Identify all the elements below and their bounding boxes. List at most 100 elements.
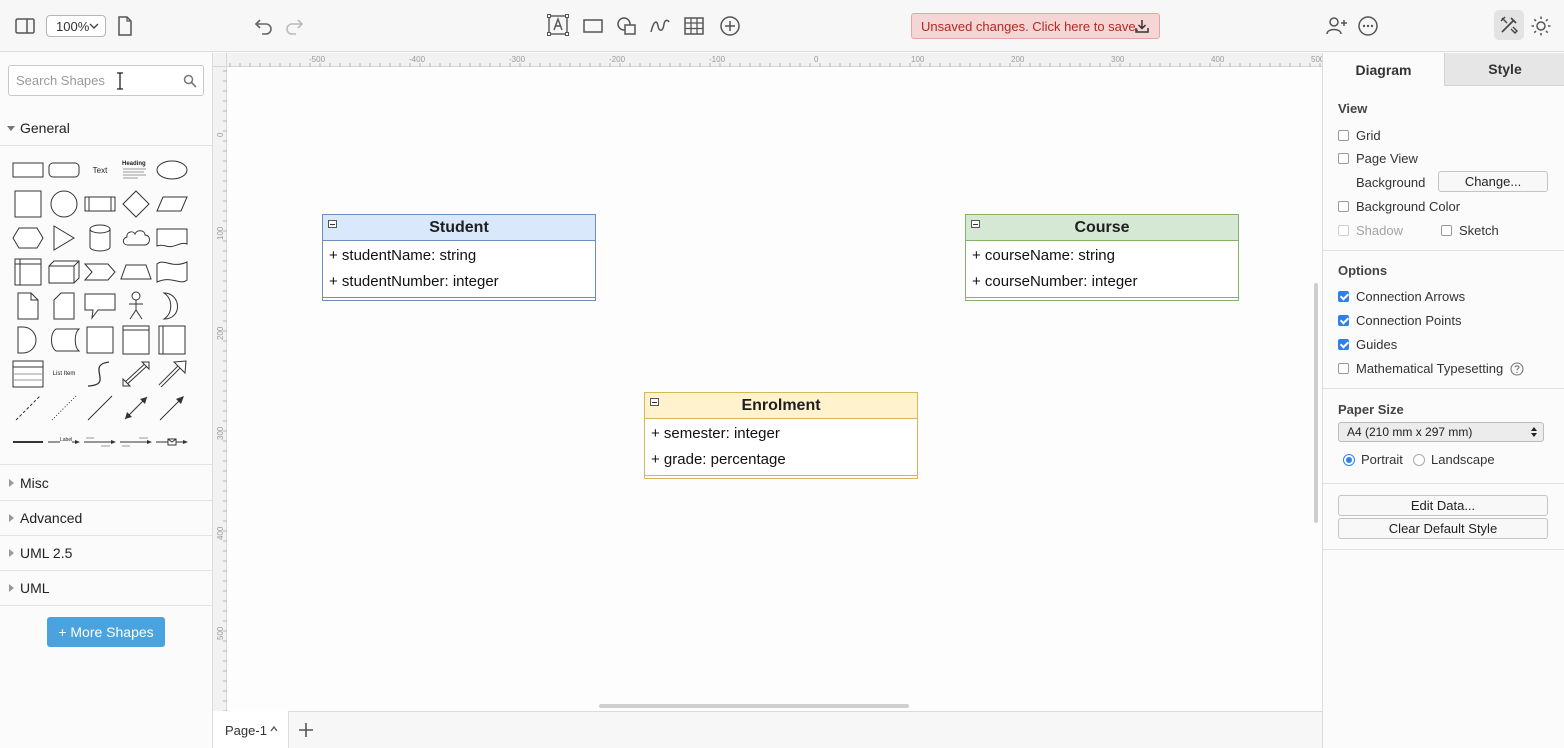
shape-bidirectional-connector[interactable] [118,391,154,425]
page-view-checkbox[interactable] [1338,153,1349,164]
redo-icon[interactable] [281,13,307,39]
insert-plus-icon[interactable] [717,13,743,39]
shape-labeled-link[interactable]: Label [46,425,82,459]
course-attribute[interactable]: + courseName: string [972,247,1115,264]
grid-option[interactable]: Grid [1338,128,1381,143]
shape-square-2[interactable] [82,323,118,357]
student-class-header[interactable]: Student [323,215,595,241]
shape-ellipse[interactable] [154,153,190,187]
enrolment-attribute[interactable]: + semester: integer [651,425,780,442]
shape-directional-connector[interactable] [154,391,190,425]
enrolment-attribute[interactable]: + grade: percentage [651,451,786,468]
tab-diagram[interactable]: Diagram [1355,61,1412,78]
background-color-option[interactable]: Background Color [1338,199,1460,214]
enrolment-class[interactable]: Enrolment + semester: integer + grade: p… [644,392,918,479]
math-typesetting-option[interactable]: Mathematical Typesetting [1338,361,1524,376]
shape-dotted-line[interactable] [46,391,82,425]
shape-parallelogram[interactable] [154,187,190,221]
shape-tape[interactable] [154,255,190,289]
shape-or[interactable] [154,289,190,323]
shape-cloud[interactable] [118,221,154,255]
sketch-checkbox[interactable] [1441,225,1452,236]
more-shapes-button[interactable]: + More Shapes [47,617,165,647]
freehand-tool-icon[interactable] [647,13,673,39]
sketch-option[interactable]: Sketch [1441,223,1499,238]
shape-source-target-link-2[interactable] [118,425,154,459]
shape-curve[interactable] [82,357,118,391]
shape-triangle[interactable] [46,221,82,255]
unsaved-changes-banner[interactable]: Unsaved changes. Click here to save. [911,13,1160,39]
format-panel-toggle-button[interactable] [1494,10,1524,40]
guides-checkbox[interactable] [1338,339,1349,350]
page-tab[interactable]: Page-1 [213,711,289,748]
shape-actor[interactable] [118,289,154,323]
page-icon[interactable] [112,13,138,39]
shape-circle[interactable] [46,187,82,221]
shape-dashed-line[interactable] [10,391,46,425]
shape-rounded-rectangle[interactable] [46,153,82,187]
shape-note[interactable] [10,289,46,323]
shape-container[interactable] [118,323,154,357]
page-view-option[interactable]: Page View [1338,151,1418,166]
vertical-scrollbar[interactable] [1314,283,1318,523]
more-options-icon[interactable] [1355,13,1381,39]
rectangle-tool-icon[interactable] [580,13,606,39]
tab-style[interactable]: Style [1444,53,1564,86]
shape-message-link[interactable] [154,425,190,459]
shape-internal-storage[interactable] [10,255,46,289]
connection-arrows-checkbox[interactable] [1338,291,1349,302]
sidebar-toggle-icon[interactable] [12,13,38,39]
chevron-up-icon[interactable] [270,725,278,733]
student-attribute[interactable]: + studentNumber: integer [329,273,499,290]
table-tool-icon[interactable] [681,13,707,39]
zoom-select[interactable]: 100% [46,15,106,37]
horizontal-scrollbar[interactable] [599,704,909,708]
collapse-icon[interactable] [328,220,337,228]
math-typesetting-checkbox[interactable] [1338,363,1349,374]
shape-heading[interactable]: Heading [118,153,154,187]
shape-hexagon[interactable] [10,221,46,255]
connection-points-option[interactable]: Connection Points [1338,313,1462,328]
shape-trapezoid[interactable] [118,255,154,289]
shape-list-item[interactable]: List Item [46,357,82,391]
shape-cube[interactable] [46,255,82,289]
clear-default-style-button[interactable]: Clear Default Style [1338,518,1548,539]
edit-data-button[interactable]: Edit Data... [1338,495,1548,516]
search-icon[interactable] [183,74,197,88]
search-shapes-input[interactable] [16,66,176,95]
diagram-canvas[interactable]: -500 -400 -300 -200 -100 0 100 200 300 4… [213,53,1322,711]
shape-arrow[interactable] [154,357,190,391]
theme-sun-icon[interactable] [1528,13,1554,39]
section-uml[interactable]: UML [0,571,212,606]
collapse-icon[interactable] [971,220,980,228]
section-advanced[interactable]: Advanced [0,501,212,536]
shape-bidirectional-arrow[interactable] [118,357,154,391]
connection-points-checkbox[interactable] [1338,315,1349,326]
shape-cylinder[interactable] [82,221,118,255]
shape-diamond[interactable] [118,187,154,221]
enrolment-class-header[interactable]: Enrolment [645,393,917,419]
shape-step[interactable] [82,255,118,289]
section-general[interactable]: General [0,111,212,146]
shape-square[interactable] [10,187,46,221]
background-change-button[interactable]: Change... [1438,171,1548,192]
shape-vertical-container[interactable] [154,323,190,357]
course-class-header[interactable]: Course [966,215,1238,241]
paper-size-select[interactable]: A4 (210 mm x 297 mm) [1338,422,1544,442]
shape-document[interactable] [154,221,190,255]
undo-icon[interactable] [251,13,277,39]
shape-thick-link[interactable] [10,425,46,459]
shape-callout[interactable] [82,289,118,323]
student-attribute[interactable]: + studentName: string [329,247,477,264]
shape-rectangle[interactable] [10,153,46,187]
shape-list[interactable] [10,357,46,391]
course-class[interactable]: Course + courseName: string + courseNumb… [965,214,1239,301]
shape-text[interactable]: Text [82,153,118,187]
text-tool-icon[interactable] [545,12,571,38]
shape-process[interactable] [82,187,118,221]
shape-delay[interactable] [10,323,46,357]
help-icon[interactable] [1510,361,1524,376]
connection-arrows-option[interactable]: Connection Arrows [1338,289,1465,304]
guides-option[interactable]: Guides [1338,337,1397,352]
landscape-radio[interactable] [1413,453,1425,466]
